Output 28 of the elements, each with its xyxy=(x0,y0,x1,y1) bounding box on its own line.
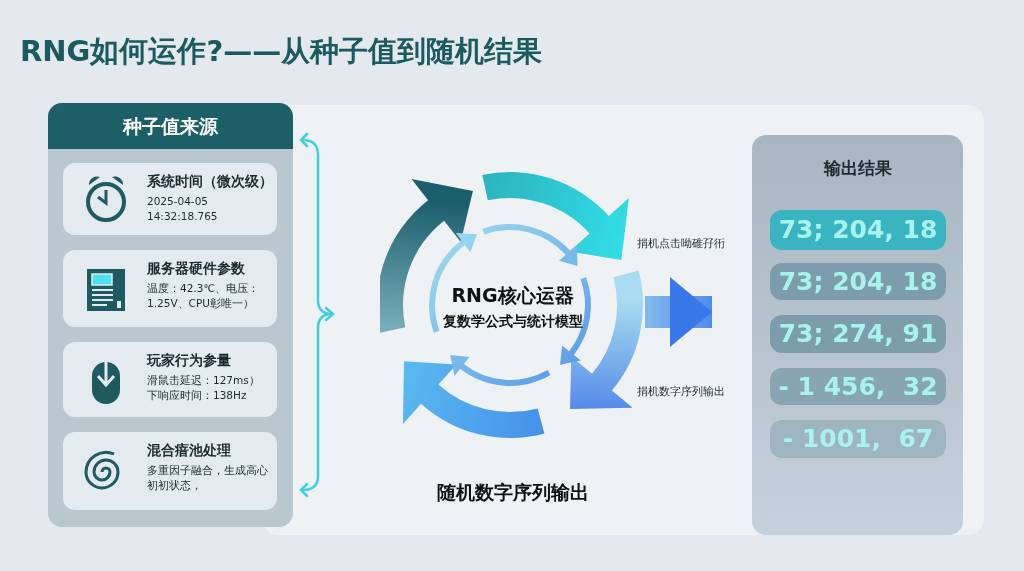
result-pill: 73; 274, 91 xyxy=(770,315,946,353)
node-caption: 随机数字序列输出 xyxy=(435,480,590,505)
source-card xyxy=(63,163,277,235)
card-title: 服务器硬件参数 xyxy=(147,260,245,278)
result-pill: 73; 204, 18 xyxy=(770,210,946,250)
result-pill: - 1 456, 32 xyxy=(770,368,946,405)
core-heading: RNG核心运器 xyxy=(450,283,575,308)
card-text: 2025-04-05 14:32:18.765 xyxy=(147,194,219,224)
card-title: 玩家行为参量 xyxy=(147,352,231,370)
result-panel xyxy=(752,135,963,535)
arrow xyxy=(645,277,712,347)
panel-header: 种子值来源 xyxy=(48,103,293,149)
page-title: RNG如何运作?——从种子值到随机结果 xyxy=(20,33,543,70)
side-label: 捐机数字序列输出 xyxy=(637,384,725,399)
source-card xyxy=(63,432,277,510)
side-label: 捐机点击呦碓孖衎 xyxy=(637,236,725,251)
card-text: 温度：42.3℃、电压：1.25V、CPU彰唯一） xyxy=(147,281,261,311)
result-pill: - 1001, 67 xyxy=(770,420,946,458)
panel-heading: 输出结果 xyxy=(822,157,893,180)
card-title: 系统时间（微次级） xyxy=(147,173,273,191)
source-panel xyxy=(48,103,293,527)
card-title: 混合瘖池处理 xyxy=(147,442,231,460)
result-pill: 73; 204, 18 xyxy=(770,263,946,300)
source-card xyxy=(63,342,277,417)
core-text: 复数学公式与统计模型 xyxy=(441,313,584,331)
source-card xyxy=(63,250,277,327)
card-text: 滑鼠击延迟：127ms）下响应时间：138Hz xyxy=(147,373,261,403)
card-text: 多重因子融合，生成高心初初状态， xyxy=(147,463,269,493)
